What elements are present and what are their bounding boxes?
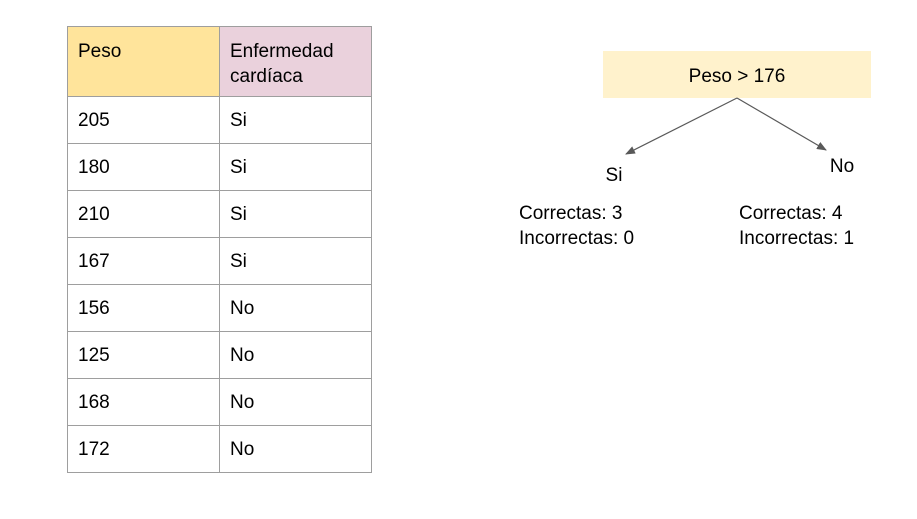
heart-disease-cell: No xyxy=(219,425,372,473)
heart-disease-cell: Si xyxy=(219,237,372,285)
heart-disease-cell: No xyxy=(219,378,372,426)
left-branch-arrow xyxy=(625,97,738,155)
weight-cell: 167 xyxy=(67,237,220,285)
weight-cell: 205 xyxy=(67,96,220,144)
left-branch-label: Si xyxy=(606,165,623,186)
left-correct-count: Correctas: 3 xyxy=(519,203,622,224)
right-branch-label: No xyxy=(830,156,854,177)
weight-cell: 210 xyxy=(67,190,220,238)
weight-cell: 156 xyxy=(67,284,220,332)
root-node-box xyxy=(603,51,871,98)
weight-cell: 125 xyxy=(67,331,220,379)
weight-cell: 172 xyxy=(67,425,220,473)
heart-disease-cell: No xyxy=(219,331,372,379)
right-branch-arrow xyxy=(736,97,827,151)
root-node-label: Peso > 176 xyxy=(689,66,786,87)
heart-disease-cell: Si xyxy=(219,143,372,191)
right-correct-count: Correctas: 4 xyxy=(739,203,843,224)
table-header-row: Peso Enfermedad cardíaca xyxy=(67,26,372,97)
right-incorrect-count: Incorrectas: 1 xyxy=(739,228,854,249)
left-incorrect-count: Incorrectas: 0 xyxy=(519,228,634,249)
weight-cell: 168 xyxy=(67,378,220,426)
header-weight: Peso xyxy=(67,26,220,97)
heart-disease-cell: Si xyxy=(219,96,372,144)
header-heart-disease: Enfermedad cardíaca xyxy=(219,26,372,97)
